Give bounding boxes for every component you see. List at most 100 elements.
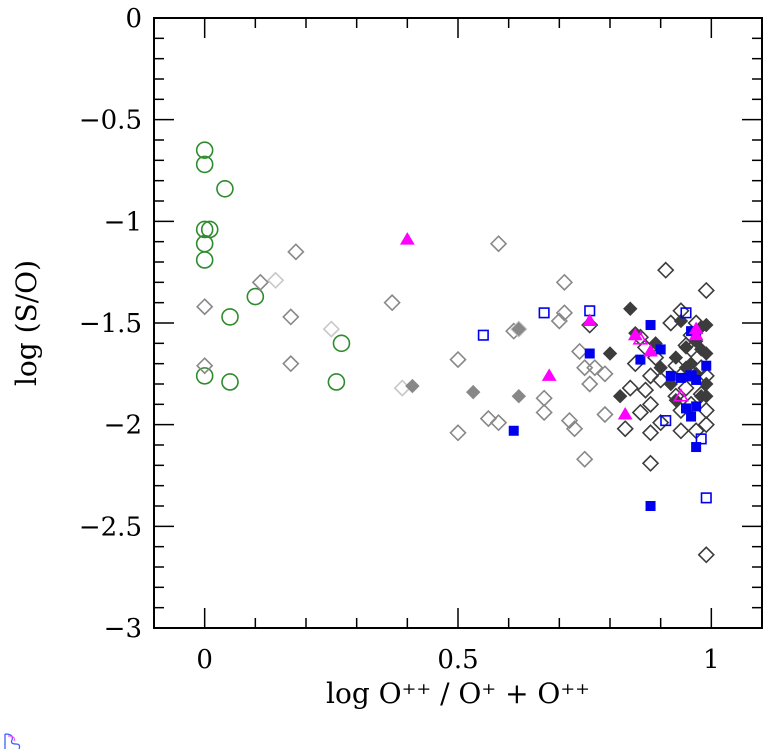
data-point — [196, 357, 214, 375]
data-point — [596, 405, 614, 424]
data-point — [697, 546, 715, 564]
data-point — [489, 414, 508, 432]
data-point — [538, 307, 550, 319]
data-point — [641, 454, 660, 472]
data-point — [332, 334, 351, 353]
data-point — [327, 373, 346, 391]
data-point — [672, 422, 690, 440]
data-point — [560, 411, 579, 430]
data-point — [576, 359, 594, 377]
data-point — [641, 395, 660, 413]
x-axis-title: log O⁺⁺ / O⁺ + O⁺⁺ — [326, 677, 590, 710]
data-point — [555, 304, 574, 322]
y-tick-label: −1 — [104, 207, 142, 237]
data-point — [221, 373, 239, 391]
data-point — [195, 220, 214, 239]
data-point — [541, 368, 557, 381]
data-point — [251, 273, 270, 291]
data-point — [700, 492, 712, 504]
data-point — [550, 312, 568, 330]
data-point — [667, 357, 685, 375]
data-point — [489, 235, 508, 253]
y-axis-title: log (S/O) — [10, 260, 43, 386]
plot-frame — [153, 17, 763, 629]
data-point — [680, 307, 692, 319]
axis-ticks — [153, 17, 763, 629]
data-point — [635, 354, 646, 365]
data-point — [673, 388, 689, 402]
data-point — [701, 360, 712, 371]
data-point — [582, 313, 598, 327]
data-point — [653, 360, 668, 375]
data-point — [479, 409, 498, 428]
data-point — [645, 501, 656, 511]
data-point — [612, 388, 628, 404]
data-point — [405, 378, 420, 394]
data-points — [195, 141, 715, 564]
data-point — [616, 420, 634, 438]
data-point — [623, 301, 638, 316]
data-point — [511, 321, 527, 337]
data-point — [535, 403, 553, 422]
data-point — [617, 407, 633, 420]
data-point — [699, 346, 714, 361]
data-point — [652, 371, 670, 389]
y-tick-label: −2.5 — [79, 512, 142, 542]
data-point — [195, 155, 214, 174]
data-point — [699, 388, 714, 404]
x-tick-label: 1 — [703, 645, 720, 675]
data-point — [196, 298, 214, 316]
data-point — [688, 321, 704, 335]
y-tick-label: −2 — [104, 411, 142, 441]
data-point — [383, 294, 401, 312]
data-point — [652, 414, 670, 432]
data-point — [510, 320, 528, 338]
data-point — [576, 450, 594, 468]
data-point — [584, 348, 595, 359]
data-point — [246, 287, 265, 306]
y-tick-label: −3 — [104, 614, 142, 644]
data-point — [675, 372, 686, 383]
data-point — [685, 370, 697, 382]
data-point — [287, 243, 305, 261]
data-point — [586, 359, 604, 377]
data-point — [596, 365, 614, 383]
data-point — [655, 344, 666, 355]
data-point — [570, 342, 589, 361]
data-point — [621, 379, 639, 397]
data-point — [449, 350, 467, 369]
data-point — [195, 141, 214, 159]
data-point — [477, 329, 489, 341]
data-point — [216, 180, 234, 198]
y-tick-label: 0 — [125, 4, 142, 34]
data-point — [691, 401, 702, 412]
data-point — [632, 331, 649, 345]
x-tick-label: 0 — [196, 645, 213, 675]
data-point — [266, 271, 285, 289]
data-point — [645, 320, 656, 331]
data-point — [665, 370, 676, 381]
data-point — [535, 389, 553, 407]
data-point — [399, 232, 415, 245]
x-tick-label: 0.5 — [437, 645, 478, 675]
data-point — [677, 379, 695, 397]
data-point — [697, 281, 715, 300]
data-point — [602, 346, 618, 361]
data-point — [668, 350, 684, 365]
corner-mark-icon — [4, 733, 21, 750]
data-point — [565, 420, 584, 438]
y-tick-label: −1.5 — [79, 309, 142, 339]
data-point — [699, 317, 714, 333]
data-point — [641, 424, 660, 442]
data-point — [695, 433, 707, 445]
data-point — [508, 425, 519, 436]
data-point — [657, 261, 675, 279]
data-point — [636, 381, 655, 399]
data-point — [195, 367, 214, 385]
data-point — [511, 388, 527, 404]
data-point — [195, 251, 214, 269]
data-point — [643, 343, 658, 357]
data-point — [660, 415, 672, 427]
